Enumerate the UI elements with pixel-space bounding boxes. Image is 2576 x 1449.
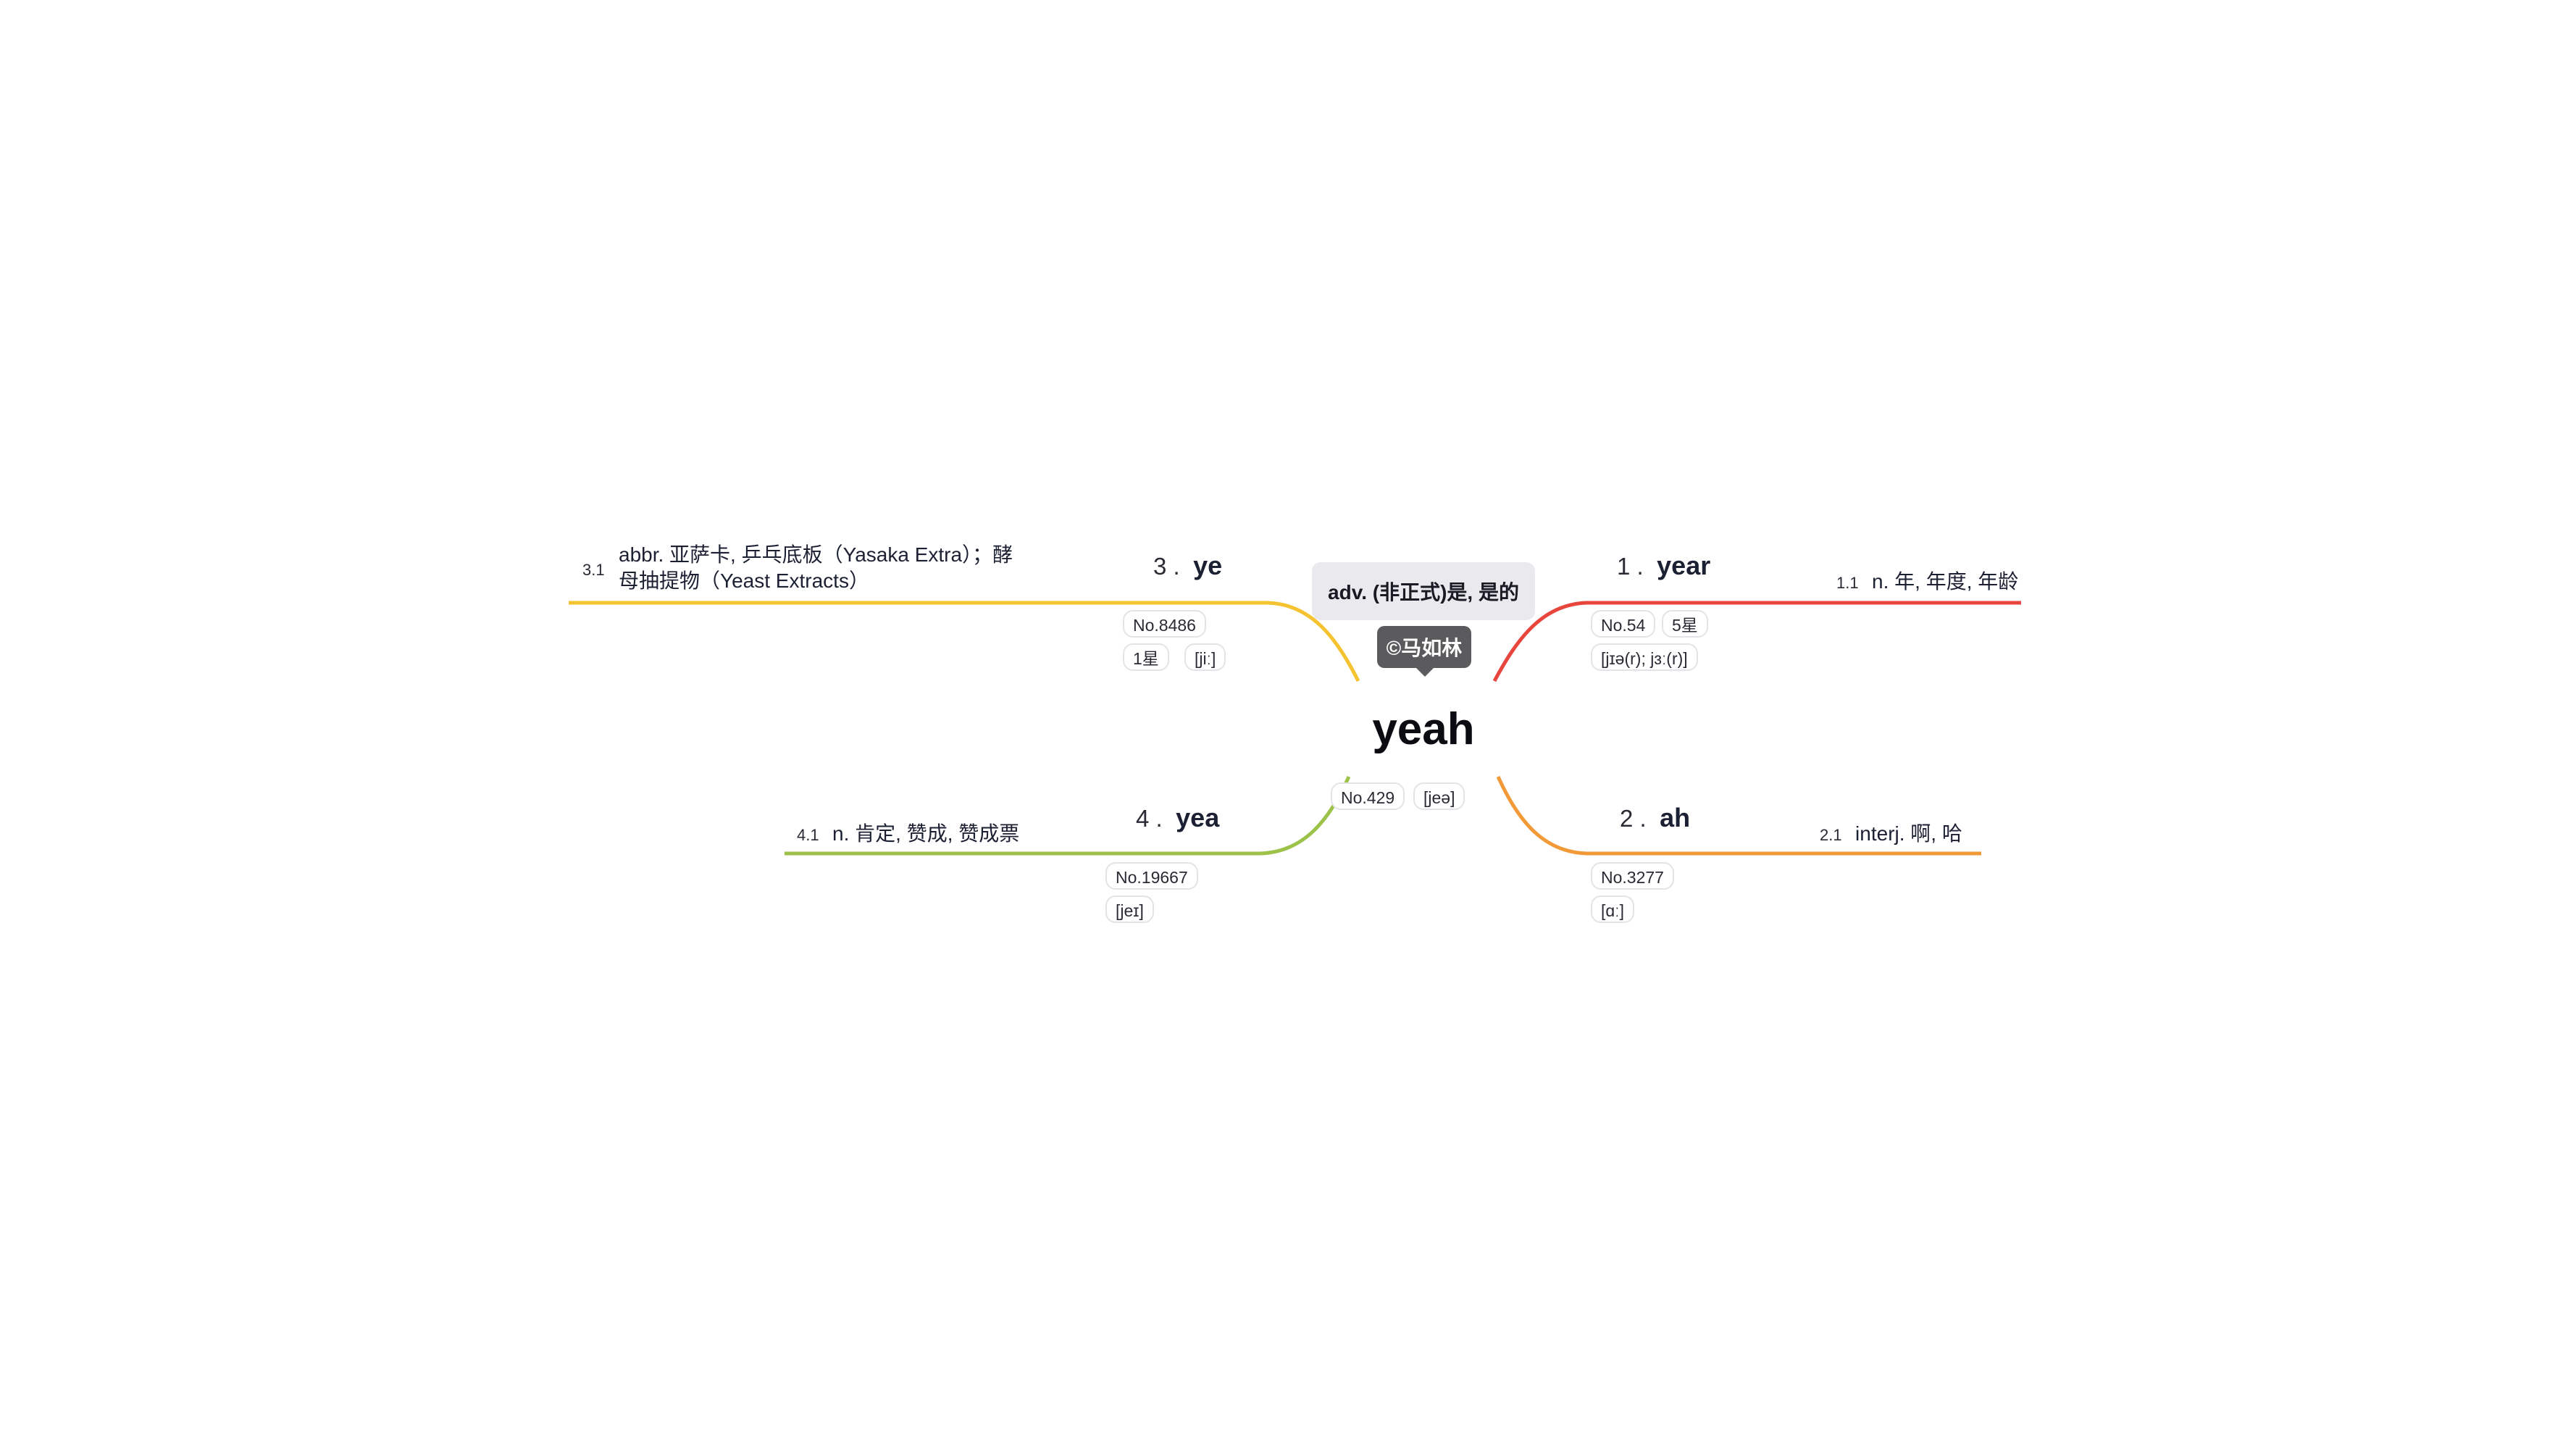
center-phonetic-badge: [jeə] [1413,782,1465,810]
leaf-number: 3.1 [582,561,605,579]
center-rank-badge: No.429 [1331,782,1405,810]
branch-number: 4 . [1136,805,1163,832]
branch-word: year [1657,551,1711,580]
leaf-ah-1[interactable]: 2.1 interj. 啊, 哈 [1820,821,1962,847]
leaf-number: 4.1 [797,826,819,844]
leaf-text: n. 肯定, 赞成, 赞成票 [832,822,1020,845]
year-rank-badge: No.54 [1591,610,1656,638]
yea-phonetic-badge: [jeɪ] [1105,895,1154,923]
credit-tag: ©马如林 [1377,626,1471,677]
ye-phonetic-badge: [jiː] [1184,643,1226,671]
branch-word: yea [1176,803,1220,832]
year-phonetic-badge: [jɪə(r); jɜː(r)] [1591,643,1698,671]
connector-ye [569,601,1360,682]
central-topic[interactable]: yeah [1372,704,1475,754]
yea-rank-badge: No.19667 [1105,862,1198,890]
branch-year[interactable]: 1 . year [1617,551,1710,581]
leaf-text: interj. 啊, 哈 [1855,822,1962,845]
ah-rank-badge: No.3277 [1591,862,1674,890]
branch-number: 2 . [1620,805,1647,832]
branch-number: 1 . [1617,553,1644,580]
branch-word: ah [1660,803,1691,832]
branch-ah[interactable]: 2 . ah [1620,803,1690,833]
center-definition-box[interactable]: adv. (非正式)是, 是的 [1312,562,1535,620]
leaf-text: n. 年, 年度, 年龄 [1872,570,2019,593]
center-definition: adv. (非正式)是, 是的 [1328,581,1519,604]
leaf-yea-1[interactable]: 4.1 n. 肯定, 赞成, 赞成票 [797,821,1019,847]
branch-yea[interactable]: 4 . yea [1136,803,1219,833]
leaf-number: 1.1 [1836,574,1859,592]
ye-stars-badge: 1星 [1123,643,1169,671]
year-stars-badge: 5星 [1662,610,1708,638]
branch-ye[interactable]: 3 . ye [1153,551,1222,581]
branch-number: 3 . [1153,553,1180,580]
leaf-text-line-2: 母抽提物（Yeast Extracts） [619,569,869,592]
leaf-number: 2.1 [1820,826,1842,844]
credit-text: ©马如林 [1386,637,1463,659]
leaf-year-1[interactable]: 1.1 n. 年, 年度, 年龄 [1836,569,2018,595]
ye-rank-badge: No.8486 [1123,610,1206,638]
connector-ah [1496,775,1981,856]
connector-year [1492,601,2021,682]
branch-word: ye [1193,551,1223,580]
ah-phonetic-badge: [ɑː] [1591,895,1634,923]
leaf-text-line-1: abbr. 亚萨卡, 乒乓底板（Yasaka Extra）；酵 [619,543,1013,566]
